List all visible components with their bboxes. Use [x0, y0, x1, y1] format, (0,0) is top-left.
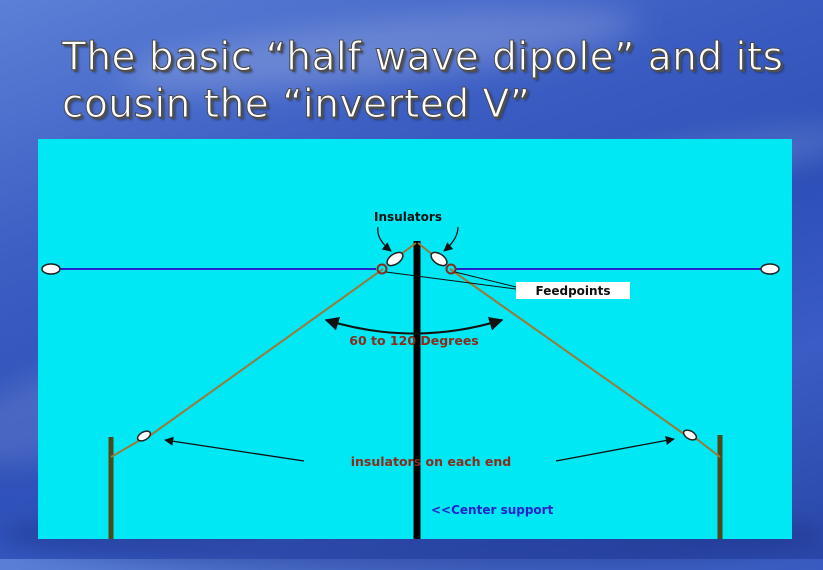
feedpoint-right: [445, 263, 457, 275]
center-support-label: <<Center support: [431, 503, 554, 517]
end-wire-left: [110, 438, 143, 458]
center-insulator-right: [430, 251, 448, 267]
slide-title-line-2: cousin the “inverted V”: [62, 82, 531, 128]
insulators-arrow-left: [377, 226, 392, 252]
dipole-end-insulator-right: [760, 263, 780, 275]
angle-label: 60 to 120 Degrees: [349, 333, 478, 348]
insulators-arrow-right: [443, 226, 459, 252]
feedpoints-leader-left: [385, 271, 517, 290]
angle-arc: [324, 316, 504, 335]
end-insulator-right: [682, 429, 698, 441]
slide-title: The basic “half wave dipole” and its cou…: [62, 34, 802, 128]
insulators-label: Insulators: [374, 210, 442, 224]
slide-title-line-1: The basic “half wave dipole” and its: [62, 35, 784, 81]
inverted-v-wire-left: [147, 268, 384, 438]
inverted-v-wire-right: [449, 268, 685, 435]
antenna-diagram: Insulators Feedpoints 60 to 120 Degrees …: [41, 210, 780, 539]
feedpoints-leader-right: [454, 271, 517, 288]
center-insulator-left: [386, 251, 404, 267]
feedpoints-label: Feedpoints: [536, 284, 611, 298]
feedpoint-left: [376, 263, 388, 275]
antenna-diagram-panel: Insulators Feedpoints 60 to 120 Degrees …: [38, 139, 792, 539]
end-insulators-arrow-right: [555, 436, 675, 462]
feedpoints-label-box: [516, 282, 630, 299]
dipole-end-insulator-left: [41, 263, 61, 275]
end-insulators-label: insulators on each end: [351, 454, 512, 469]
end-insulator-left: [136, 430, 152, 442]
end-insulators-arrow-left: [164, 436, 305, 462]
end-wire-right: [693, 436, 721, 458]
